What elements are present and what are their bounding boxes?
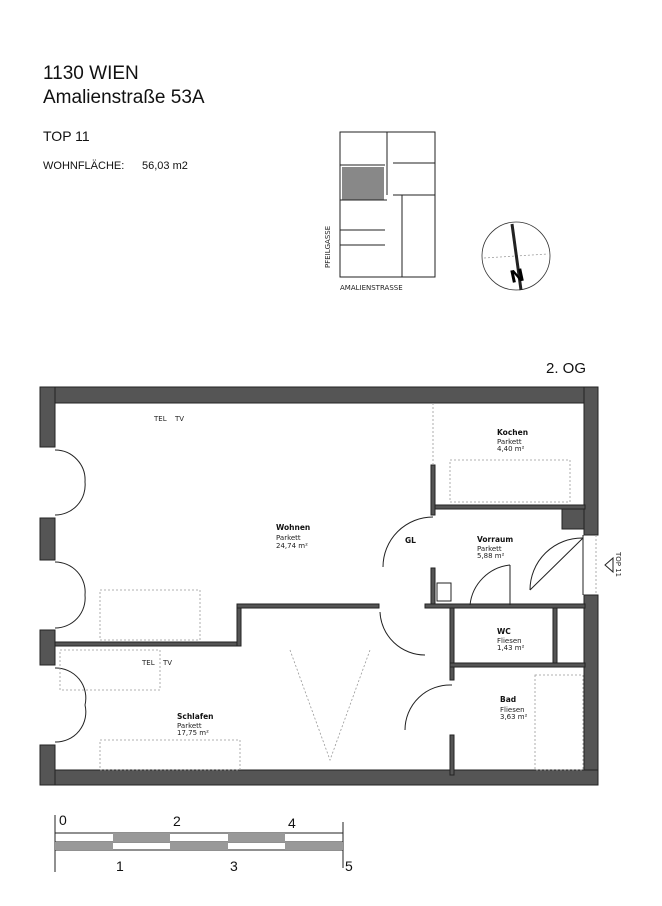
tel-outlet-label: TEL <box>141 659 155 667</box>
room-name: WC <box>497 627 511 636</box>
doors <box>54 403 597 743</box>
compass-label: N <box>508 265 526 288</box>
furniture <box>59 459 584 771</box>
scale-label-2: 2 <box>173 813 181 829</box>
room-wc: WC Fliesen 1,43 m² <box>497 627 525 652</box>
scale-label-0: 0 <box>59 812 67 828</box>
room-bad: Bad Fliesen 3,63 m² <box>500 695 528 721</box>
scale-label-3: 3 <box>230 858 238 874</box>
gl-label: GL <box>405 536 416 545</box>
room-name: Schlafen <box>177 712 214 721</box>
room-floor: Parkett <box>276 534 301 542</box>
living-area-value: 56,03 m2 <box>142 160 188 172</box>
room-floor: Fliesen <box>500 706 525 714</box>
site-street-bottom: AMALIENSTRASSE <box>340 284 403 292</box>
room-vorraum: Vorraum Parkett 5,88 m² <box>477 535 513 560</box>
living-area-label: WOHNFLÄCHE: <box>43 160 125 172</box>
room-floor: Parkett <box>177 722 202 730</box>
room-name: Wohnen <box>276 523 310 532</box>
scale-label-1: 1 <box>116 858 124 874</box>
unit-number: TOP 11 <box>43 128 90 144</box>
room-area: 5,88 m² <box>477 552 505 560</box>
scale-label-4: 4 <box>288 815 296 831</box>
site-street-side: PFEILGASSE <box>324 226 332 268</box>
scale-label-5: 5 <box>345 858 353 874</box>
city: 1130 WIEN <box>43 63 139 84</box>
entrance-marker-icon: TOP 11 <box>604 551 622 577</box>
tel-outlet-label: TEL <box>153 415 167 423</box>
room-name: Vorraum <box>477 535 513 544</box>
room-name: Kochen <box>497 428 528 437</box>
room-area: 17,75 m² <box>177 729 209 737</box>
tv-outlet-label: TV <box>162 659 172 667</box>
north-arrow-icon: N <box>481 221 551 291</box>
room-floor: Parkett <box>497 438 522 446</box>
room-area: 4,40 m² <box>497 445 525 453</box>
tv-outlet-label: TV <box>174 415 184 423</box>
walls <box>39 386 599 786</box>
room-floor: Parkett <box>477 545 502 553</box>
site-plan: PFEILGASSE AMALIENSTRASSE <box>324 131 436 292</box>
entrance-label: TOP 11 <box>614 551 622 577</box>
room-name: Bad <box>500 695 516 704</box>
room-kochen: Kochen Parkett 4,40 m² <box>497 428 528 453</box>
room-schlafen: Schlafen Parkett 17,75 m² <box>177 712 214 737</box>
shaft-icon <box>436 582 452 602</box>
floor-level: 2. OG <box>546 360 587 377</box>
room-area: 24,74 m² <box>276 542 308 550</box>
room-area: 1,43 m² <box>497 644 525 652</box>
scale-bar <box>54 815 344 872</box>
room-floor: Fliesen <box>497 637 522 645</box>
street-address: Amalienstraße 53A <box>43 87 205 108</box>
room-wohnen: Wohnen Parkett 24,74 m² <box>276 523 310 550</box>
room-area: 3,63 m² <box>500 713 528 721</box>
